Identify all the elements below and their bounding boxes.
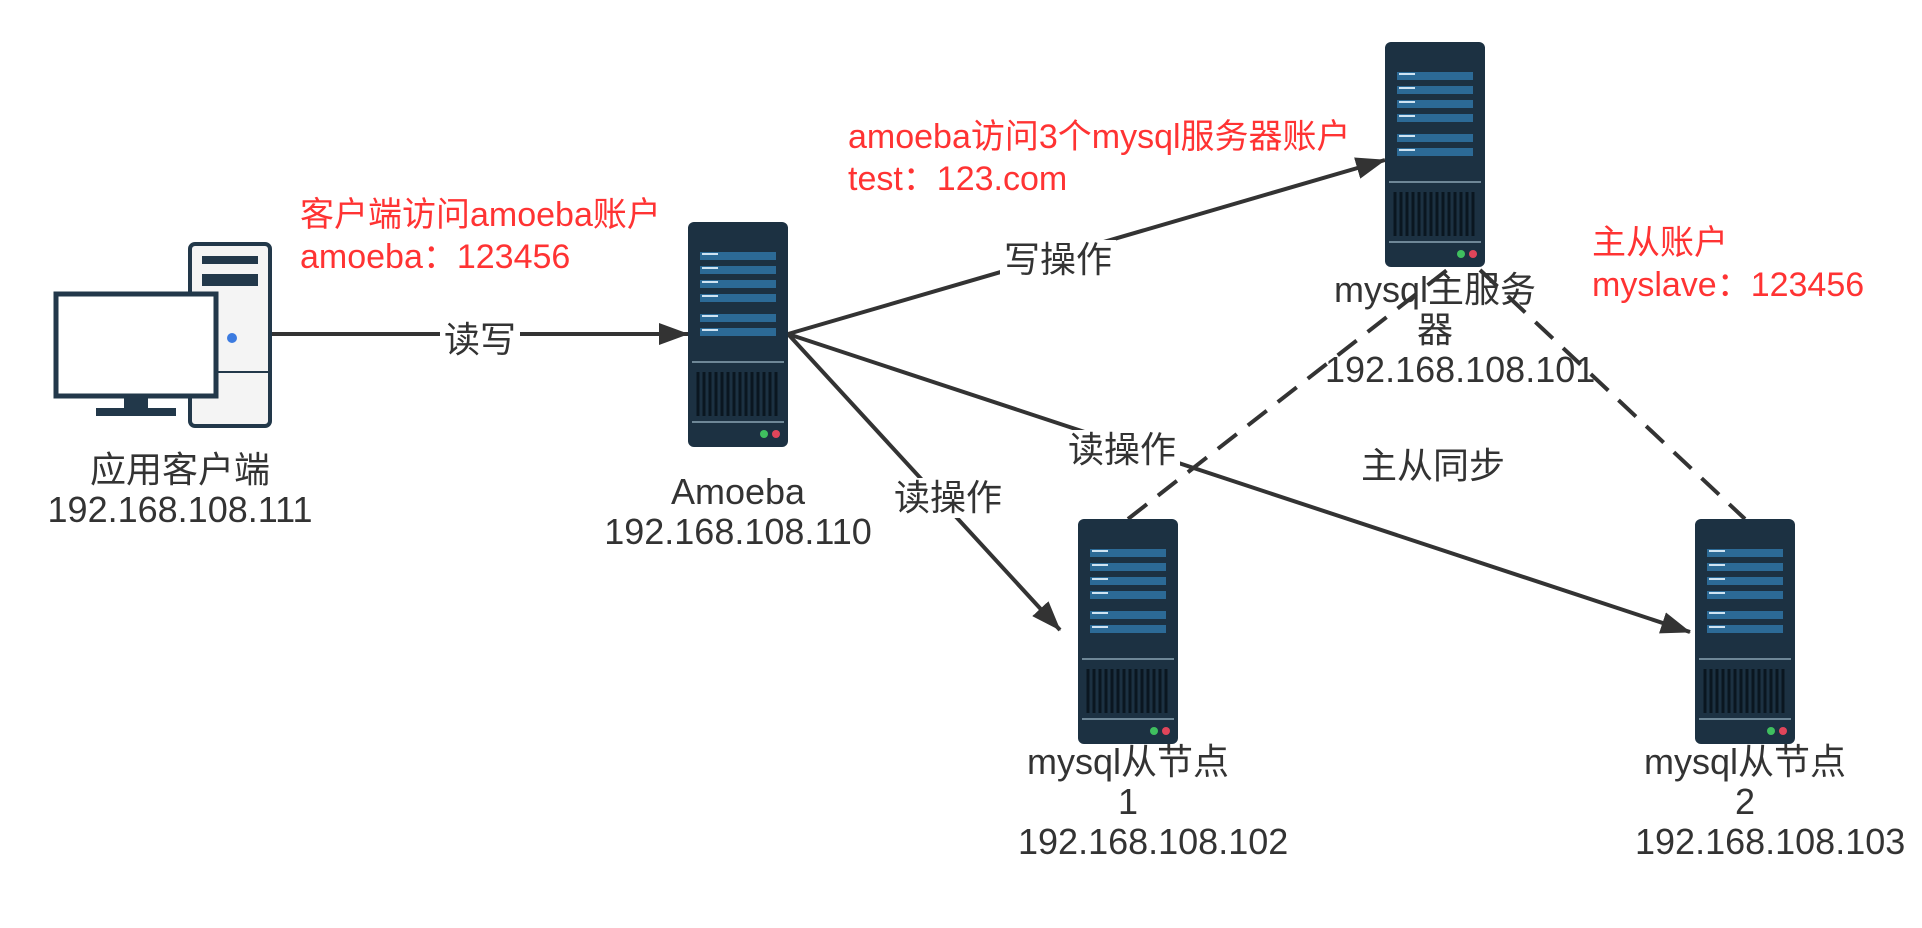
slave1-node-ip: 192.168.108.102 (1018, 821, 1289, 862)
slave2-node-name: mysql从节点2 (1643, 741, 1846, 822)
client-account-title: 客户端访问amoeba账户 (300, 196, 661, 234)
edge-label-replication: 主从同步 (1360, 445, 1506, 486)
client-account-cred: amoeba：123456 (300, 238, 571, 276)
amoeba-account-note: amoeba访问3个mysql服务器账户 test：123.com (848, 116, 1351, 200)
replication-account-note: 主从账户 myslave：123456 (1592, 222, 1864, 306)
master-node-name: mysql主服务器 (1333, 269, 1536, 350)
replication-line-slave2 (1478, 268, 1747, 521)
edge-label-read-slave1: 读操作 (889, 478, 1007, 518)
amoeba-account-cred: test：123.com (848, 160, 1068, 198)
amoeba-node-ip: 192.168.108.110 (604, 511, 872, 552)
replication-line-slave1 (1126, 268, 1449, 521)
slave1-node-label: mysql从节点1 192.168.108.102 (1018, 741, 1289, 862)
replication-account-cred: myslave：123456 (1592, 266, 1865, 304)
slave2-node-ip: 192.168.108.103 (1635, 821, 1906, 862)
slave1-node-name: mysql从节点1 (1026, 741, 1229, 822)
amoeba-account-title: amoeba访问3个mysql服务器账户 (848, 118, 1351, 156)
master-node-ip: 192.168.108.101 (1325, 349, 1596, 390)
edge-label-read-slave2: 读操作 (1063, 430, 1181, 470)
edge-label-write: 写操作 (999, 240, 1117, 280)
master-node-label: mysql主服务器 192.168.108.101 (1325, 269, 1596, 390)
slave2-node-label: mysql从节点2 192.168.108.103 (1635, 741, 1906, 862)
client-node-name: 应用客户端 (89, 449, 271, 490)
amoeba-node-name: Amoeba (670, 471, 806, 512)
amoeba-server-icon (686, 220, 790, 449)
slave2-server-icon (1693, 517, 1797, 746)
edge-label-read-write: 读写 (439, 320, 521, 360)
client-account-note: 客户端访问amoeba账户 amoeba：123456 (300, 194, 661, 278)
edge-amoeba-slave2 (787, 332, 1691, 634)
replication-account-title: 主从账户 (1592, 224, 1728, 262)
desktop-computer-icon (53, 242, 272, 428)
client-node-label: 应用客户端 192.168.108.111 (48, 450, 313, 530)
client-node-ip: 192.168.108.111 (47, 489, 313, 530)
slave1-server-icon (1076, 517, 1180, 746)
master-server-icon (1383, 40, 1487, 269)
amoeba-node-label: Amoeba 192.168.108.110 (604, 472, 872, 552)
